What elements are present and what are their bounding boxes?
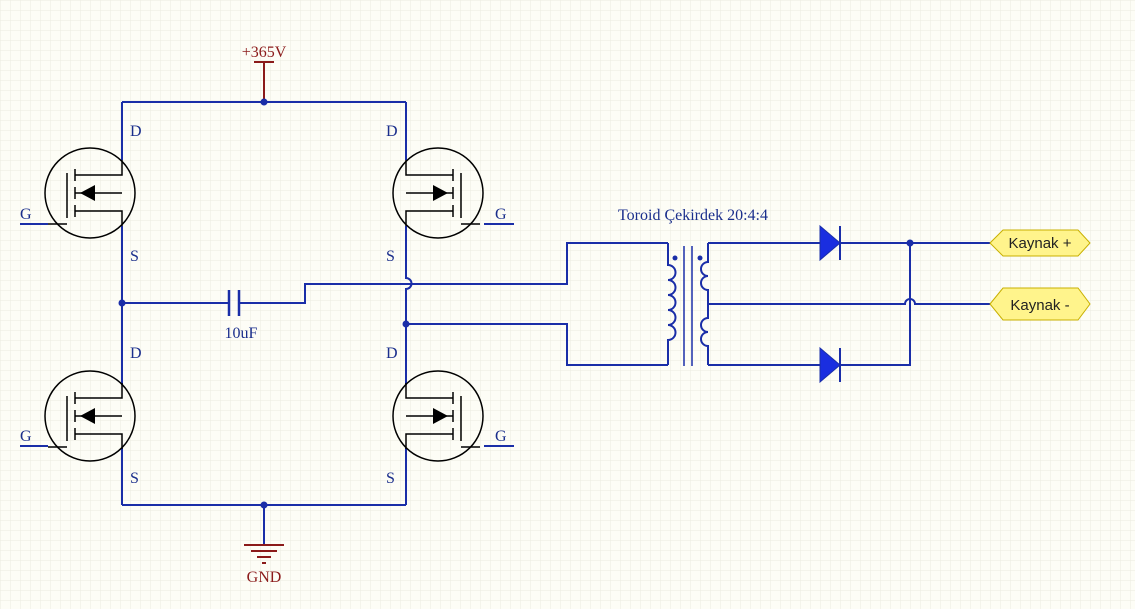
- vcc-label: +365V: [242, 44, 287, 61]
- port-kaynak-plus[interactable]: Kaynak +: [989, 229, 1091, 257]
- diode-top[interactable]: [819, 224, 841, 262]
- mosfet-body-icon: [392, 147, 484, 239]
- q3-source-label: S: [130, 470, 139, 487]
- diode-icon: [819, 224, 841, 262]
- q1-drain-label: D: [130, 123, 142, 140]
- q1-source-label: S: [130, 248, 139, 265]
- q2-source-label: S: [386, 248, 395, 265]
- q3-drain-label: D: [130, 345, 142, 362]
- q2-gate-label: G: [495, 206, 507, 223]
- transformer[interactable]: Toroid Çekirdek 20:4:4: [618, 207, 768, 366]
- port-shape-icon: [989, 287, 1091, 321]
- mosfet-body-icon: [392, 370, 484, 462]
- polarity-dot-icon: [672, 255, 678, 261]
- secondary-coil-icon: [700, 243, 709, 304]
- capacitor-value-label: 10uF: [225, 325, 258, 342]
- port-shape-icon: [989, 229, 1091, 257]
- q2-drain-label: D: [386, 123, 398, 140]
- transformer-label: Toroid Çekirdek 20:4:4: [618, 207, 768, 224]
- secondary-coil-icon: [700, 304, 709, 365]
- q4-drain-label: D: [386, 345, 398, 362]
- mosfet-q3[interactable]: [44, 370, 136, 462]
- junctions: [118, 98, 914, 509]
- mosfet-q1[interactable]: [44, 147, 136, 239]
- primary-coil-icon: [667, 243, 677, 365]
- port-label: Kaynak +: [1009, 235, 1072, 252]
- mosfet-q4[interactable]: [392, 370, 484, 462]
- gnd-label: GND: [247, 569, 282, 586]
- port-kaynak-minus[interactable]: Kaynak -: [989, 287, 1091, 321]
- q3-gate-label: G: [20, 428, 32, 445]
- mosfet-q2[interactable]: [392, 147, 484, 239]
- capacitor[interactable]: 10uF: [225, 290, 258, 342]
- port-label: Kaynak -: [1010, 297, 1069, 314]
- q4-source-label: S: [386, 470, 395, 487]
- vcc-power-port[interactable]: +365V: [242, 44, 287, 102]
- q4-gate-label: G: [495, 428, 507, 445]
- q1-gate-label: G: [20, 206, 32, 223]
- mosfet-body-icon: [44, 147, 136, 239]
- polarity-dot-icon: [697, 255, 703, 261]
- gnd-power-port[interactable]: GND: [244, 544, 284, 586]
- mosfet-body-icon: [44, 370, 136, 462]
- diode-bottom[interactable]: [819, 346, 841, 384]
- diode-icon: [819, 346, 841, 384]
